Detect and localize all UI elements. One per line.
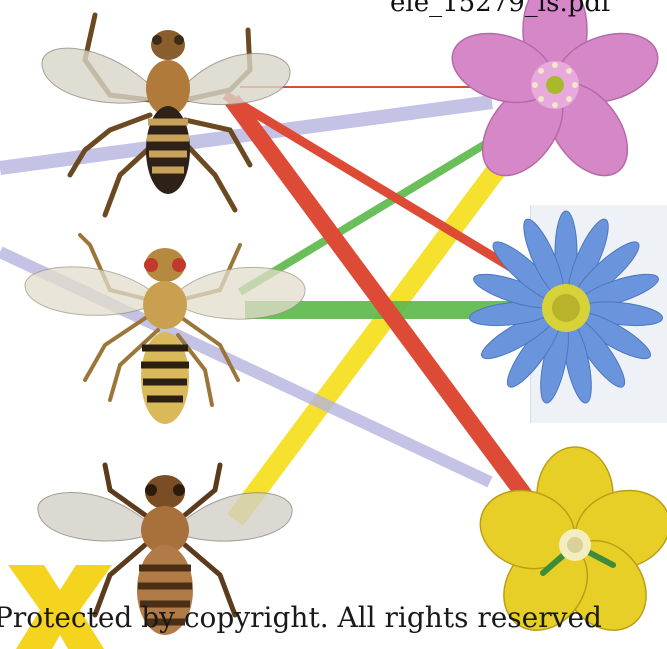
line-yellow-bee3-pink — [235, 145, 515, 520]
filename-text: ele_15279_ls.pdf — [390, 0, 611, 18]
blue-flower — [468, 211, 663, 405]
pink-flower — [443, 0, 666, 190]
copyright-text: Protected by copyright. All rights reser… — [0, 601, 602, 634]
